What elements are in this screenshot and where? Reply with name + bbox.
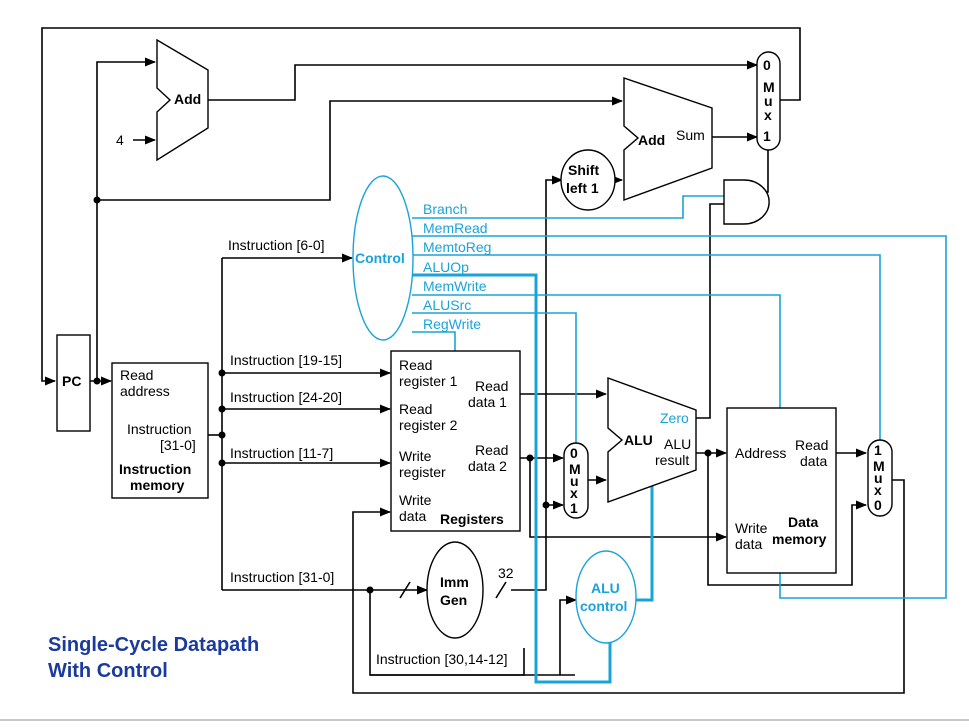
svg-text:left 1: left 1 — [566, 180, 599, 196]
svg-text:Instruction [24-20]: Instruction [24-20] — [230, 389, 342, 405]
svg-text:Registers: Registers — [440, 511, 504, 527]
instruction-memory: Read address Instruction [31-0] Instruct… — [111, 362, 209, 499]
svg-text:x: x — [570, 485, 578, 501]
svg-text:x: x — [874, 482, 882, 498]
memtoreg-mux: 1 M u x 0 — [867, 439, 893, 517]
svg-text:Write: Write — [399, 448, 432, 464]
register-file: Read register 1 Read register 2 Write re… — [390, 350, 521, 532]
svg-text:register 2: register 2 — [399, 417, 458, 433]
datapath-wires — [41, 27, 905, 694]
svg-text:ALU: ALU — [624, 432, 653, 448]
immediate-generator: Imm Gen 32 — [426, 541, 514, 639]
svg-text:Read: Read — [399, 357, 432, 373]
svg-text:Data: Data — [788, 514, 819, 530]
svg-text:memory: memory — [130, 477, 185, 493]
svg-text:Read: Read — [795, 437, 828, 453]
signal-aluop: ALUOp — [423, 259, 469, 275]
svg-text:u: u — [764, 93, 773, 109]
svg-text:0: 0 — [874, 497, 882, 513]
svg-text:Write: Write — [735, 520, 768, 536]
svg-text:Instruction [31-0]: Instruction [31-0] — [230, 569, 334, 585]
svg-text:data 1: data 1 — [468, 394, 507, 410]
svg-text:ALU: ALU — [664, 436, 691, 452]
alusrc-mux: 0 M u x 1 — [563, 442, 589, 519]
svg-text:1: 1 — [763, 128, 771, 144]
svg-text:[31-0]: [31-0] — [160, 437, 196, 453]
pc-source-mux: 0 M u x 1 — [756, 51, 781, 151]
signal-branch: Branch — [423, 201, 467, 217]
svg-text:Add: Add — [174, 91, 201, 107]
caption-line-1: Single-Cycle Datapath — [48, 634, 260, 656]
svg-text:data: data — [399, 508, 426, 524]
svg-text:data 2: data 2 — [468, 458, 507, 474]
svg-text:Read: Read — [475, 442, 508, 458]
svg-text:M: M — [763, 79, 775, 95]
svg-text:Address: Address — [735, 445, 786, 461]
svg-text:result: result — [655, 452, 689, 468]
instruction-field-labels: Instruction [6-0] Instruction [19-15] In… — [228, 237, 508, 667]
svg-text:Shift: Shift — [568, 162, 599, 178]
caption-line-2: With Control — [48, 660, 168, 682]
svg-text:u: u — [874, 470, 883, 486]
svg-text:1: 1 — [874, 442, 882, 458]
svg-text:PC: PC — [62, 373, 81, 389]
svg-text:Instruction: Instruction — [127, 421, 192, 437]
signal-memwrite: MemWrite — [423, 278, 487, 294]
svg-text:u: u — [570, 473, 579, 489]
svg-text:Control: Control — [355, 250, 405, 266]
constant-four: 4 — [116, 132, 124, 148]
svg-text:M: M — [569, 461, 581, 477]
alu: ALU Zero ALU result — [607, 377, 697, 503]
shift-left-unit: Shift left 1 — [560, 149, 616, 211]
signal-memread: MemRead — [423, 220, 488, 236]
signal-memtoreg: MemtoReg — [423, 239, 491, 255]
svg-text:Gen: Gen — [440, 592, 467, 608]
branch-adder: Add Sum — [623, 77, 713, 201]
pc-adder: Add — [156, 38, 209, 162]
svg-text:Instruction [6-0]: Instruction [6-0] — [228, 237, 325, 253]
svg-text:0: 0 — [763, 57, 771, 73]
wire-junctions — [93, 196, 712, 594]
svg-text:Instruction: Instruction — [119, 461, 191, 477]
svg-text:register: register — [399, 464, 446, 480]
svg-text:M: M — [873, 458, 885, 474]
bottom-divider — [0, 719, 969, 721]
alu-control-unit: ALU control — [575, 550, 637, 644]
svg-text:Add: Add — [638, 132, 665, 148]
svg-text:Read: Read — [399, 401, 432, 417]
svg-text:data: data — [800, 453, 827, 469]
svg-text:Read: Read — [120, 367, 153, 383]
svg-text:Instruction [11-7]: Instruction [11-7] — [230, 445, 333, 461]
svg-text:Instruction [19-15]: Instruction [19-15] — [230, 352, 342, 368]
diagram-caption: Single-Cycle Datapath With Control — [48, 632, 259, 684]
control-signal-labels: Branch MemRead MemtoReg ALUOp MemWrite A… — [423, 201, 491, 332]
branch-and-gate — [723, 179, 770, 225]
pc-register: PC — [56, 334, 91, 432]
svg-text:1: 1 — [570, 500, 578, 516]
svg-text:Imm: Imm — [440, 574, 469, 590]
svg-text:ALU: ALU — [591, 580, 620, 596]
svg-text:Instruction [30,14-12]: Instruction [30,14-12] — [376, 651, 508, 667]
svg-text:register 1: register 1 — [399, 373, 458, 389]
svg-text:control: control — [580, 598, 627, 614]
svg-text:Zero: Zero — [660, 410, 689, 426]
svg-text:memory: memory — [772, 531, 827, 547]
svg-text:data: data — [735, 536, 762, 552]
signal-alusrc: ALUSrc — [423, 297, 471, 313]
control-wires — [412, 195, 947, 684]
control-unit: Control — [352, 175, 414, 341]
data-memory: Address Read data Write data Data memory — [726, 407, 837, 574]
svg-text:Sum: Sum — [676, 127, 705, 143]
svg-text:Read: Read — [475, 378, 508, 394]
svg-text:32: 32 — [498, 565, 514, 581]
signal-regwrite: RegWrite — [423, 316, 481, 332]
svg-text:address: address — [120, 383, 170, 399]
svg-text:Write: Write — [399, 492, 432, 508]
svg-text:0: 0 — [570, 445, 578, 461]
svg-text:x: x — [764, 107, 772, 123]
